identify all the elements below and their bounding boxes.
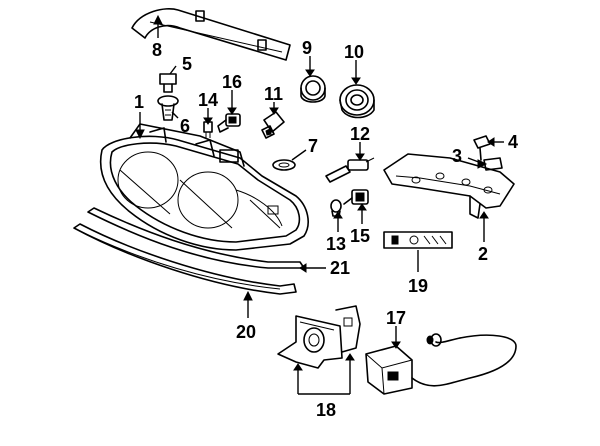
- callout-12: 12: [350, 124, 370, 144]
- leader-lines: [135, 14, 504, 395]
- callout-7: 7: [308, 136, 318, 156]
- callout-9: 9: [302, 38, 312, 58]
- part-1-headlamp-assembly: [99, 123, 309, 251]
- callout-19: 19: [408, 276, 428, 296]
- part-11-bulb: [261, 111, 285, 139]
- callout-20: 20: [236, 322, 256, 342]
- callout-8: 8: [152, 40, 162, 60]
- part-16-bulb-socket: [217, 113, 241, 133]
- callout-21: 21: [330, 258, 350, 278]
- callout-1: 1: [134, 92, 144, 112]
- part-3-clip: [483, 157, 503, 171]
- callout-3: 3: [452, 146, 462, 166]
- part-19-label: [383, 231, 453, 249]
- part-21-lower-strip: [87, 207, 305, 269]
- callout-13: 13: [326, 234, 346, 254]
- part-4-screw: [473, 135, 491, 161]
- callout-14: 14: [198, 90, 218, 110]
- callout-6: 6: [180, 116, 190, 136]
- part-9-ring: [300, 75, 326, 103]
- callout-4: 4: [508, 132, 518, 152]
- part-7-gasket: [272, 159, 296, 171]
- part-8-upper-trim: [131, 8, 291, 61]
- part-10-boot: [339, 84, 375, 119]
- part-12-bulb: [325, 157, 375, 183]
- callout-5: 5: [182, 54, 192, 74]
- callout-labels: 1 2 3 4 5 6 7 8 9 10 11 12 13 14 15 16 1…: [134, 38, 518, 420]
- callout-11: 11: [264, 84, 283, 104]
- part-20-lower-molding: [73, 223, 297, 295]
- part-18-control-module: [277, 305, 361, 369]
- callout-10: 10: [344, 42, 364, 62]
- part-17-ballast: [365, 333, 517, 395]
- callout-15: 15: [350, 226, 370, 246]
- callout-2: 2: [478, 244, 488, 264]
- part-6-clip: [157, 95, 179, 121]
- part-15-socket: [343, 189, 369, 205]
- part-2-bracket: [383, 153, 515, 219]
- callout-16: 16: [222, 72, 242, 92]
- callout-18: 18: [316, 400, 336, 420]
- callout-17: 17: [386, 308, 406, 328]
- part-5-clip: [159, 73, 177, 93]
